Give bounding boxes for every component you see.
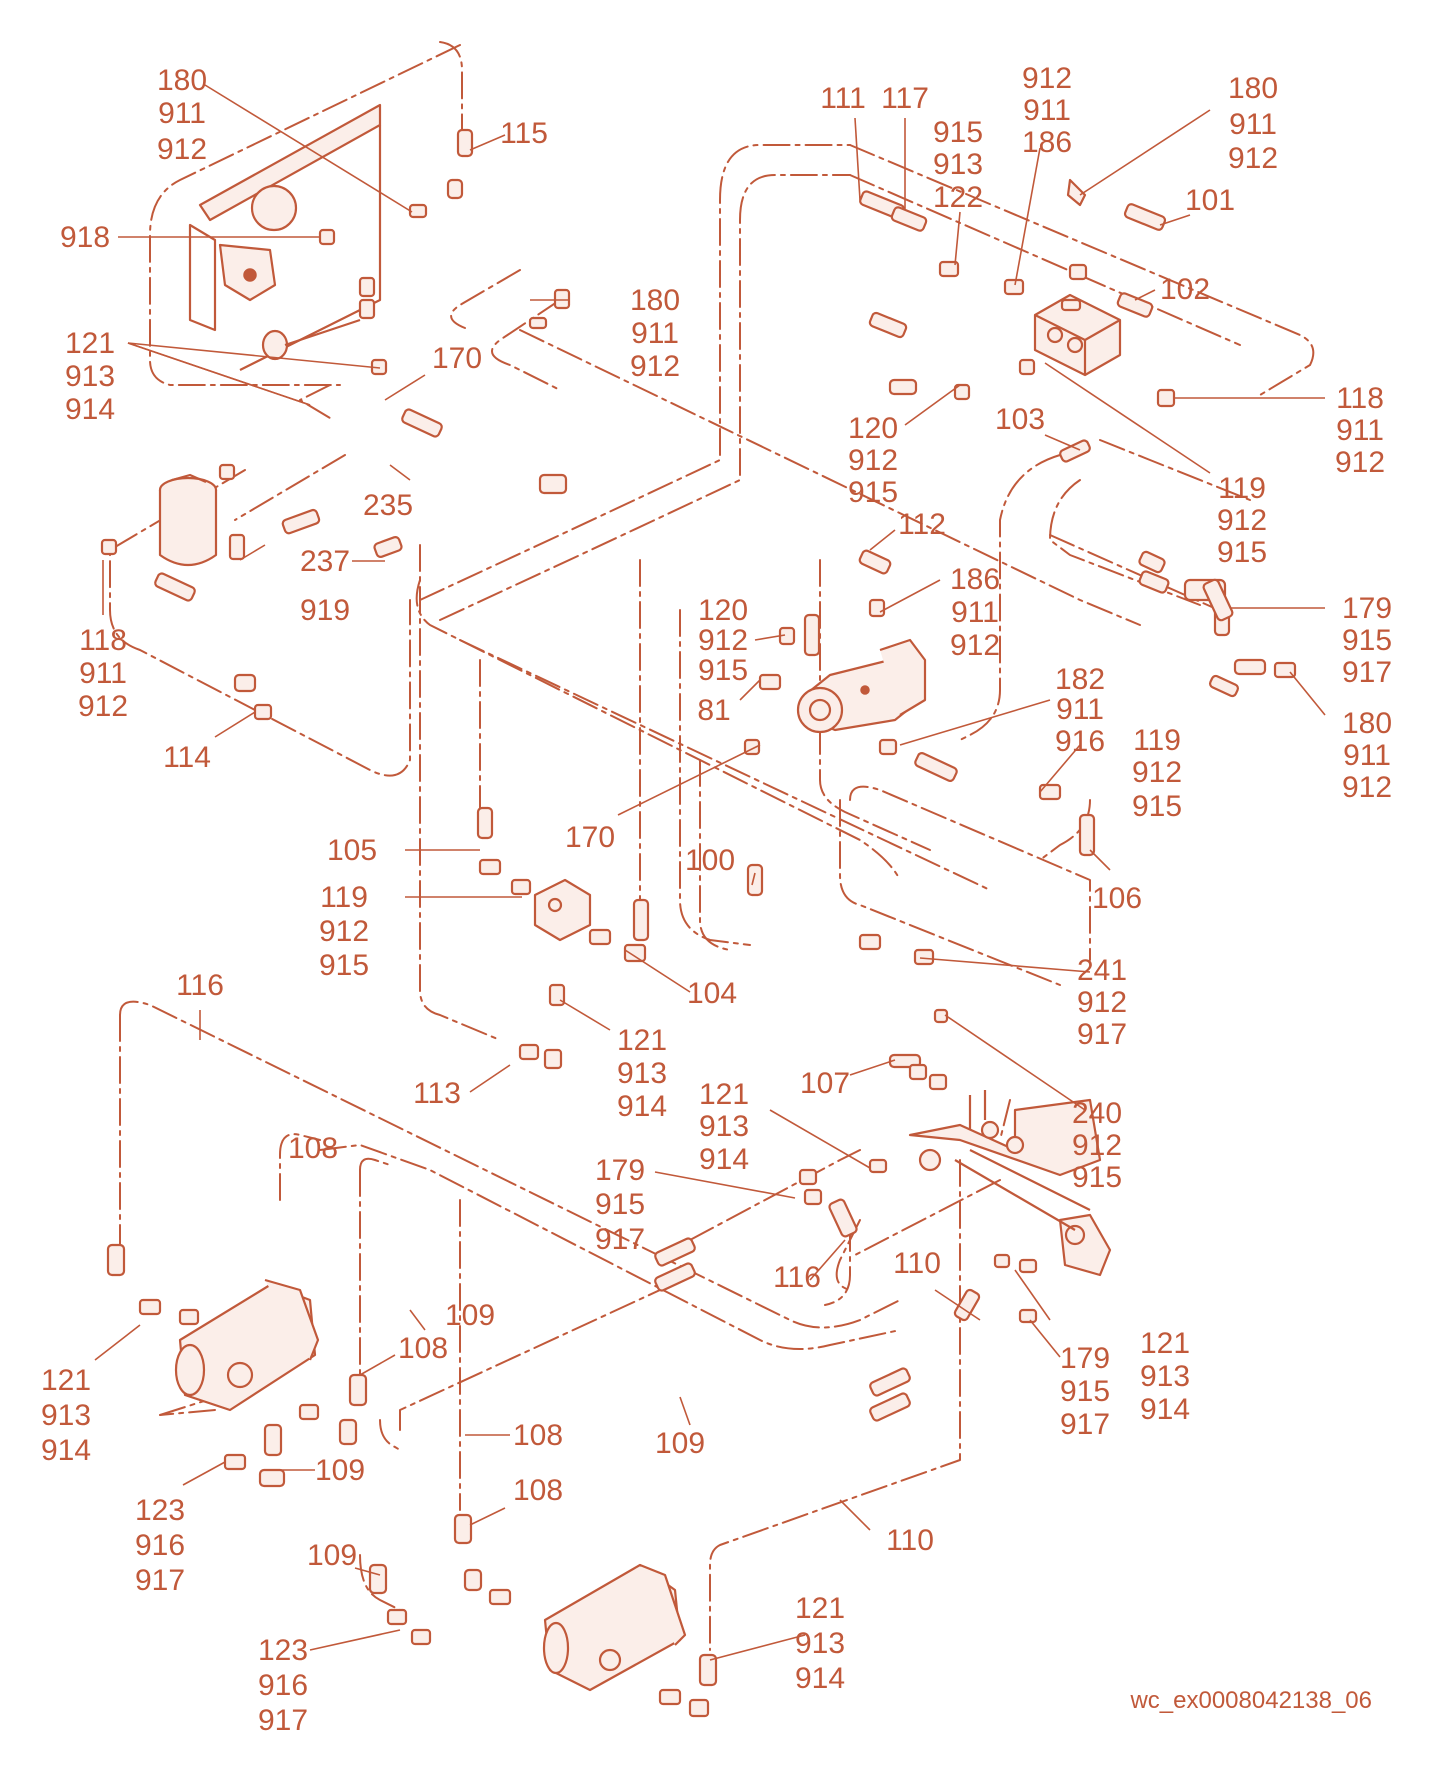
callout-c54: 109 xyxy=(315,1454,365,1487)
fittings xyxy=(100,128,1297,1718)
hydraulic-tank xyxy=(188,103,382,371)
hydraulic-line-routing xyxy=(109,41,1315,1651)
callout-c39: 113 xyxy=(413,1077,461,1110)
callout-c26: 81 xyxy=(697,694,730,727)
callout-c53: 109 xyxy=(655,1427,705,1460)
callout-c40: 107 xyxy=(800,1067,850,1100)
callout-c57: 108 xyxy=(513,1474,563,1507)
callout-c13: 117 xyxy=(881,82,929,115)
control-valve-block xyxy=(1033,178,1122,377)
callout-c23: 112 xyxy=(898,508,946,541)
drive-motor-left xyxy=(174,1278,320,1412)
callout-c12: 111 xyxy=(820,82,866,115)
manifold-plate xyxy=(908,1090,1112,1277)
callout-c02: 115 xyxy=(500,117,548,150)
callout-c08: 237 xyxy=(300,545,350,578)
leader-lines xyxy=(94,84,1326,1661)
components xyxy=(100,103,1297,1718)
flow-divider-block xyxy=(533,878,592,942)
callout-c07: 235 xyxy=(363,489,413,522)
callout-c59: 109 xyxy=(307,1539,357,1572)
callout-c44: 108 xyxy=(288,1132,338,1165)
filter-canister xyxy=(158,473,218,566)
callout-c17: 101 xyxy=(1185,184,1235,217)
callout-c47: 110 xyxy=(893,1247,941,1280)
callout-c46: 116 xyxy=(773,1261,821,1294)
callout-c18: 102 xyxy=(1160,273,1210,306)
hydraulic-pump xyxy=(796,638,927,734)
callout-c11: 114 xyxy=(163,741,211,774)
drive-motor-bottom xyxy=(542,1563,687,1692)
callout-c06: 170 xyxy=(432,342,482,375)
figure-caption: wc_ex0008042138_06 xyxy=(1129,1687,1372,1714)
callout-c34: 105 xyxy=(327,834,377,867)
callout-c33: 106 xyxy=(1092,882,1142,915)
callout-c32: 100 xyxy=(685,844,735,877)
callout-c58: 110 xyxy=(886,1524,934,1557)
callout-c49: 108 xyxy=(398,1332,448,1365)
callout-c56: 108 xyxy=(513,1419,563,1452)
callout-c36: 104 xyxy=(687,977,737,1010)
callout-c42: 116 xyxy=(176,969,224,1002)
callout-c03: 918 xyxy=(60,221,110,254)
callout-c31: 170 xyxy=(565,821,615,854)
callout-c09: 919 xyxy=(300,594,350,627)
callout-c48: 109 xyxy=(445,1299,495,1332)
callout-c20: 103 xyxy=(995,403,1045,436)
